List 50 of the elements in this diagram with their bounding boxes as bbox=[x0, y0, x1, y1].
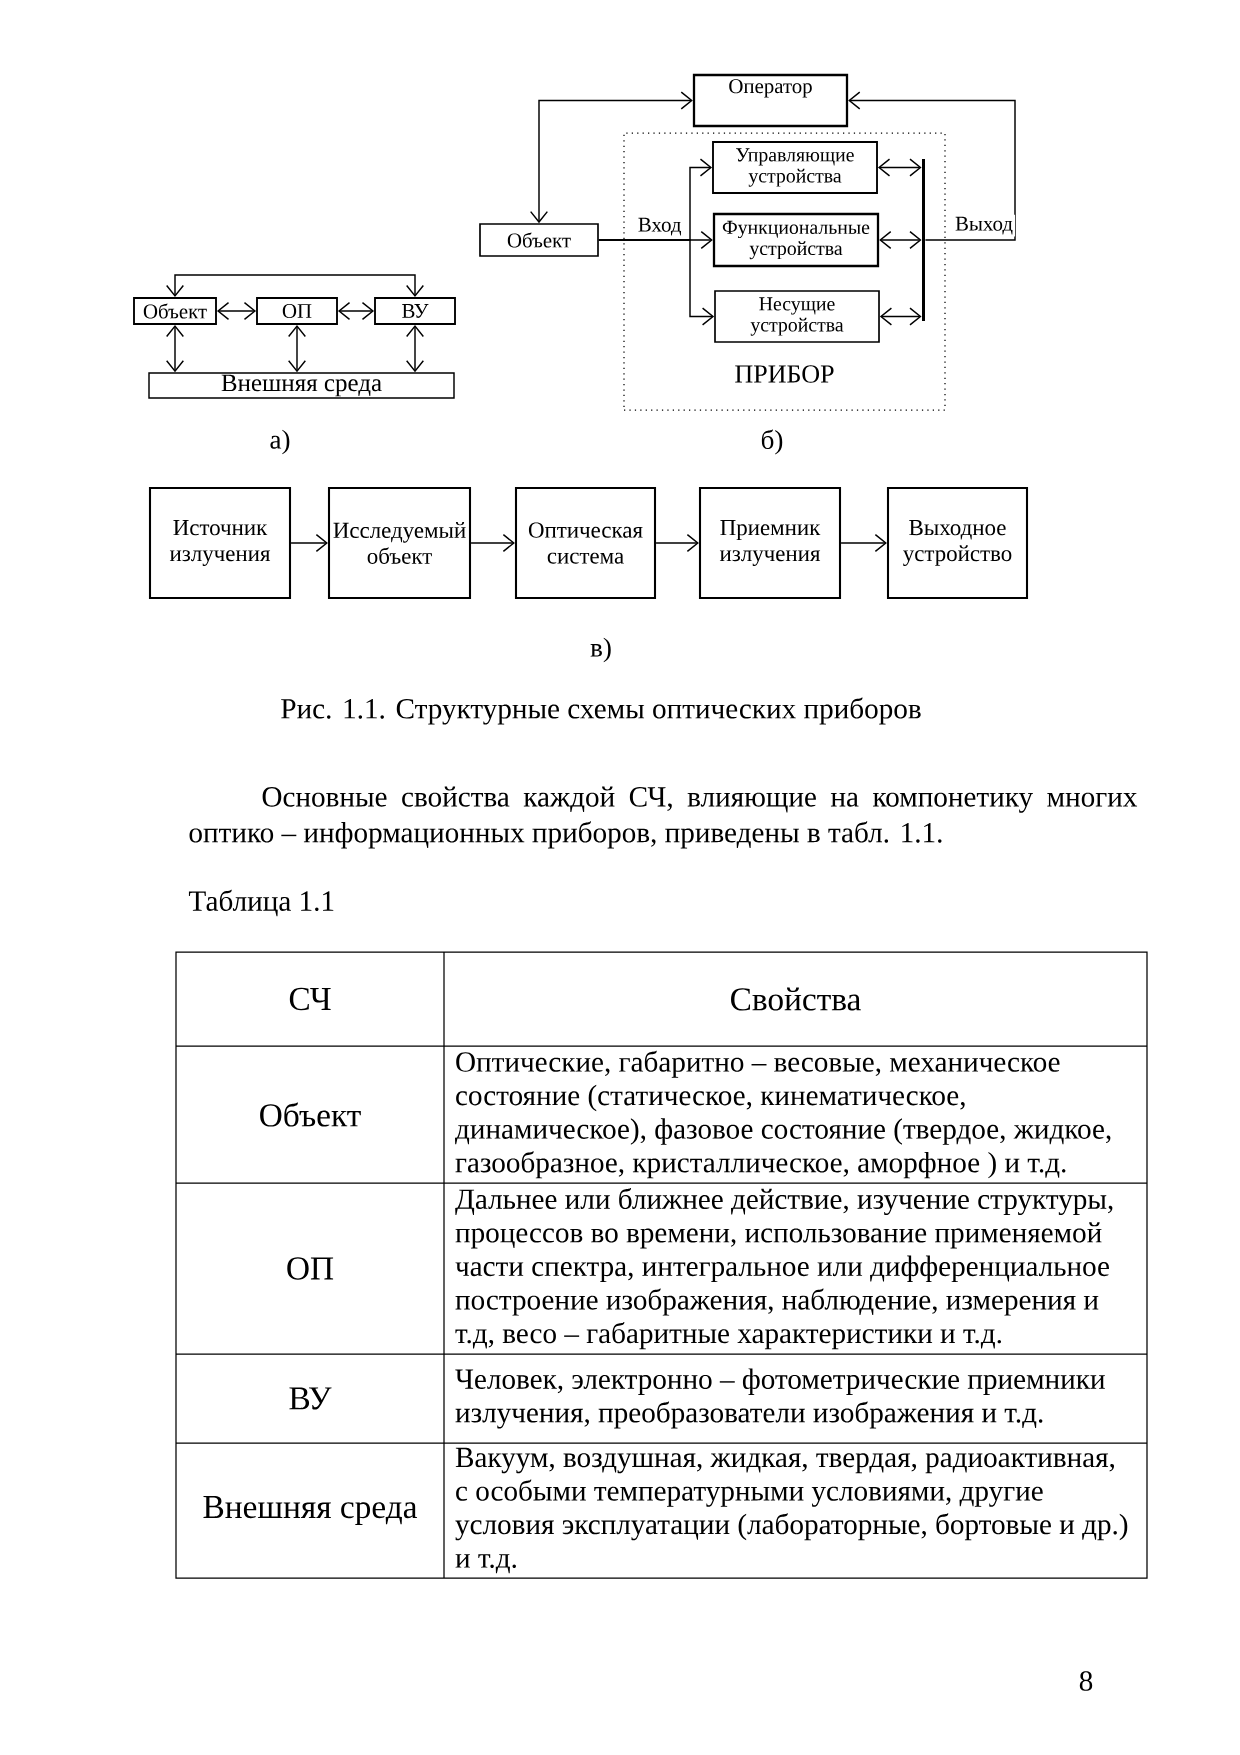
process-box: Оператор bbox=[692, 73, 849, 128]
panel-label: б) bbox=[761, 429, 783, 455]
process-box: Приемник излучения bbox=[698, 486, 842, 600]
arrow bbox=[290, 533, 328, 553]
column-header: СЧ bbox=[289, 987, 331, 1011]
process-box: Выходное устройство bbox=[886, 486, 1029, 600]
panel-label: в) bbox=[590, 637, 611, 663]
process-box: Несущие устройства bbox=[714, 290, 880, 343]
arrow bbox=[655, 533, 699, 553]
table-text: Человек, электронно – фотометрические приемники излучения, преобразователи изображения и т.д. bbox=[455, 1368, 1105, 1429]
double-arrow bbox=[337, 301, 375, 321]
double-arrow bbox=[877, 158, 922, 177]
table-text: Дальнее или ближнее действие, изучение структуры, процессов во времени, использование применяемой части спектра, интегральное или дифференциальное построение изображения, наблюдение, измерения и т.д, весо – габаритные характеристики и т.д. bbox=[455, 1187, 1113, 1350]
double-arrow bbox=[216, 301, 257, 321]
table-text: Вакуум, воздушная, жидкая, твердая, радиоактивная, с особыми температурными условиями, другие условия эксплуатации (лабораторные, бортовые и др.) и т.д. bbox=[455, 1447, 1128, 1574]
process-box: ОП bbox=[256, 297, 338, 325]
process-box: ВУ bbox=[374, 297, 456, 325]
process-box: Внешняя среда bbox=[148, 372, 455, 399]
arrow bbox=[598, 239, 715, 326]
page-number: 8 bbox=[1079, 1671, 1093, 1691]
row-header: Объект bbox=[260, 1102, 361, 1127]
process-box: Функциональные устройства bbox=[712, 212, 880, 268]
process-box: Объект bbox=[479, 223, 599, 257]
process-box: Исследуемый объект bbox=[327, 486, 472, 600]
column-header: Свойства bbox=[731, 987, 861, 1011]
arrow bbox=[848, 91, 1016, 241]
row-header: ВУ bbox=[289, 1387, 332, 1410]
edge-label: Вход bbox=[635, 215, 684, 238]
process-box: Управляющие устройства bbox=[712, 141, 878, 194]
table-text: Оптические, габаритно – весовые, механическое состояние (статическое, кинематическое, динамическое), фазовое состояние (твердое, жидкое, газообразное, кристаллическое, аморфное ) и т.д. bbox=[455, 1050, 1111, 1179]
row-header: Внешняя среда bbox=[203, 1496, 418, 1525]
double-arrow bbox=[287, 324, 307, 373]
row-header: ОП bbox=[287, 1257, 334, 1280]
process-box: Источник излучения bbox=[148, 486, 292, 600]
arrow bbox=[840, 533, 887, 553]
panel-label: а) bbox=[270, 429, 290, 455]
double-arrow bbox=[165, 324, 185, 373]
arrow bbox=[470, 533, 515, 553]
double-arrow bbox=[879, 307, 922, 326]
table-title: Таблица 1.1 bbox=[188, 889, 334, 917]
double-arrow bbox=[529, 91, 693, 224]
double-arrow bbox=[165, 274, 425, 298]
double-arrow bbox=[879, 230, 922, 250]
figure-caption: Рис. 1.1. Структурные схемы оптических приборов bbox=[281, 697, 921, 725]
double-arrow bbox=[405, 324, 425, 373]
body-paragraph: Основные свойства каждой СЧ, влияющие на компонетику многих оптико – информационных приборов, приведены в табл. 1.1. bbox=[189, 786, 1138, 849]
bus-line bbox=[922, 159, 925, 321]
process-box: Оптическая система bbox=[514, 486, 657, 600]
process-box: Объект bbox=[133, 297, 217, 325]
edge-label: Выход bbox=[952, 214, 1016, 237]
